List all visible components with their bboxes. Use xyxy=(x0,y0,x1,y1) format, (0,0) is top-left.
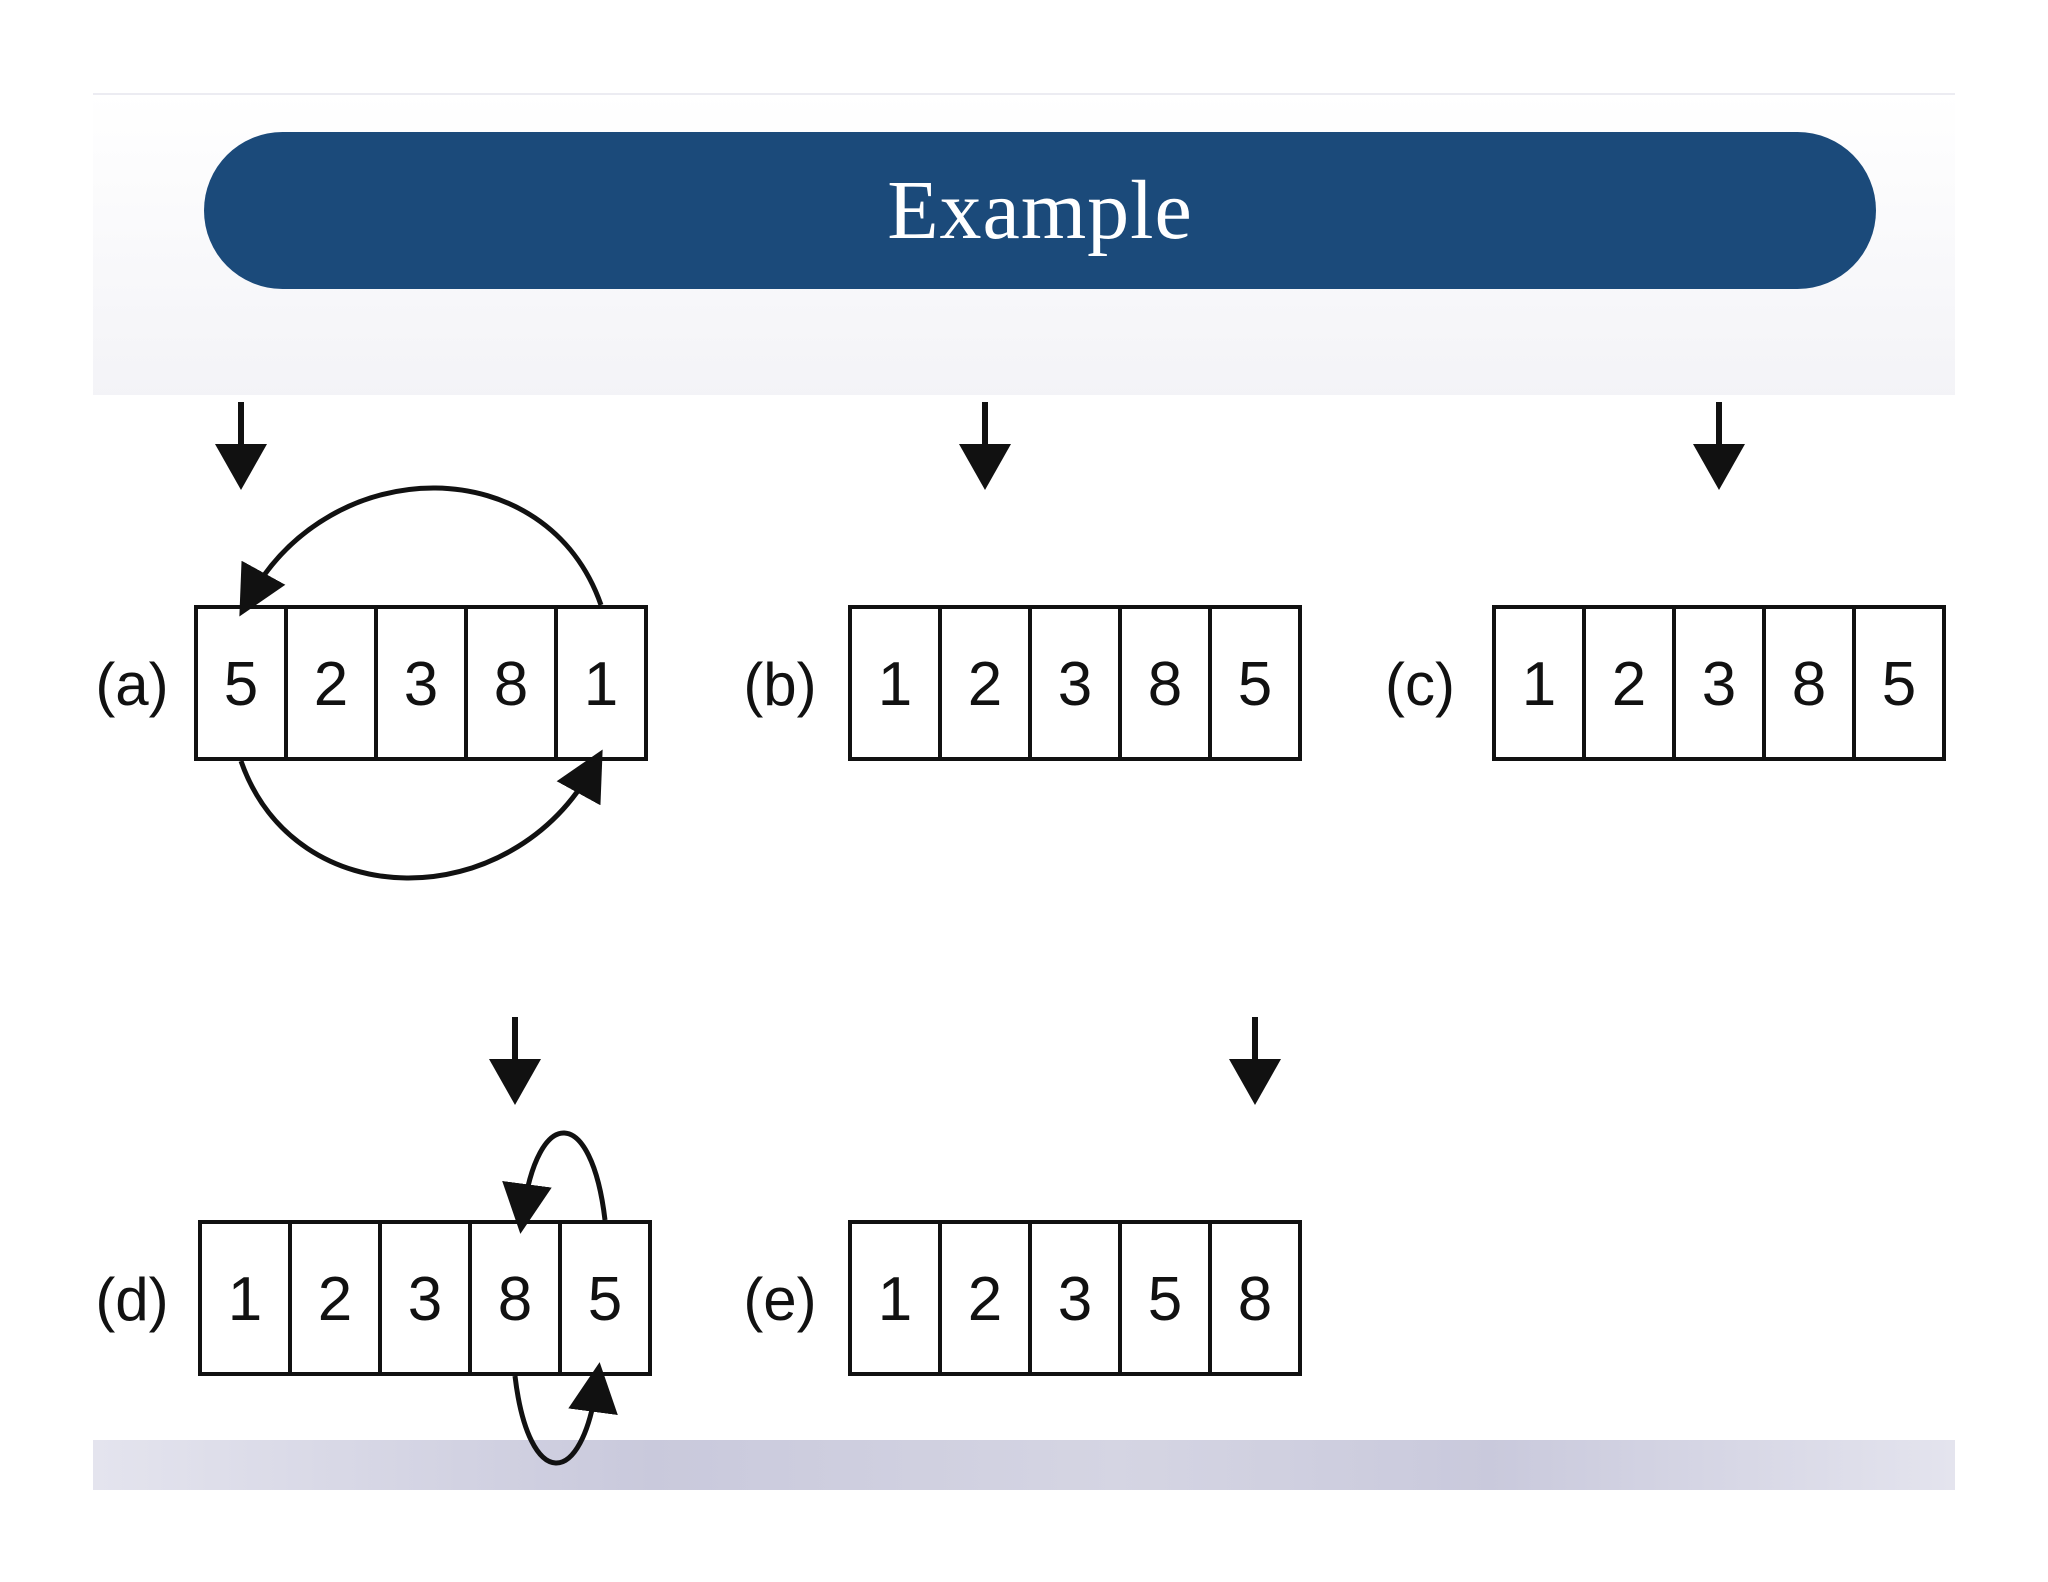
cell-value: 3 xyxy=(408,1265,442,1334)
pointer-arrow-icon xyxy=(215,444,267,490)
panel-label: (b) xyxy=(743,651,816,718)
panel-label: (c) xyxy=(1385,651,1455,718)
cell-value: 2 xyxy=(1612,650,1646,719)
cell-value: 3 xyxy=(1058,1265,1092,1334)
cell-value: 5 xyxy=(1882,650,1916,719)
array-frame xyxy=(848,1220,1302,1376)
slide-top-rule xyxy=(93,93,1955,95)
panel-label: (e) xyxy=(743,1266,816,1333)
pointer-arrow-icon xyxy=(489,1059,541,1105)
cell-value: 1 xyxy=(878,1265,912,1334)
slide-title: Example xyxy=(887,164,1193,257)
array-frame xyxy=(1492,605,1946,761)
panel-label: (a) xyxy=(95,651,168,718)
cell-value: 8 xyxy=(1792,650,1826,719)
panel-label: (d) xyxy=(95,1266,168,1333)
cell-value: 3 xyxy=(404,650,438,719)
cell-value: 5 xyxy=(1148,1265,1182,1334)
array-cell xyxy=(1208,1220,1302,1376)
cell-value: 2 xyxy=(318,1265,352,1334)
swap-arrow-bottom xyxy=(512,1362,618,1466)
array-cell xyxy=(1208,605,1302,761)
swap-arrow-top xyxy=(239,485,604,617)
cell-value: 8 xyxy=(498,1265,532,1334)
cell-value: 8 xyxy=(1148,650,1182,719)
array-frame xyxy=(198,1220,652,1376)
cell-value: 1 xyxy=(878,650,912,719)
cell-value: 3 xyxy=(1702,650,1736,719)
pointer-arrow-icon xyxy=(1693,444,1745,490)
cell-value: 2 xyxy=(314,650,348,719)
array-cell xyxy=(1852,605,1946,761)
cell-value: 5 xyxy=(588,1265,622,1334)
cell-value: 8 xyxy=(1238,1265,1272,1334)
title-banner: Example xyxy=(204,132,1876,289)
array-frame xyxy=(194,605,648,761)
cell-value: 3 xyxy=(1058,650,1092,719)
swap-arrow-bottom xyxy=(238,749,603,881)
swap-arrow-top xyxy=(502,1130,608,1234)
cell-value: 5 xyxy=(1238,650,1272,719)
cell-value: 8 xyxy=(494,650,528,719)
slide-bottom-band xyxy=(93,1440,1955,1490)
cell-value: 1 xyxy=(584,650,618,719)
cell-value: 2 xyxy=(968,650,1002,719)
pointer-arrow-icon xyxy=(1229,1059,1281,1105)
cell-value: 5 xyxy=(224,650,258,719)
cell-value: 1 xyxy=(228,1265,262,1334)
cell-value: 1 xyxy=(1522,650,1556,719)
cell-value: 2 xyxy=(968,1265,1002,1334)
pointer-arrow-icon xyxy=(959,444,1011,490)
